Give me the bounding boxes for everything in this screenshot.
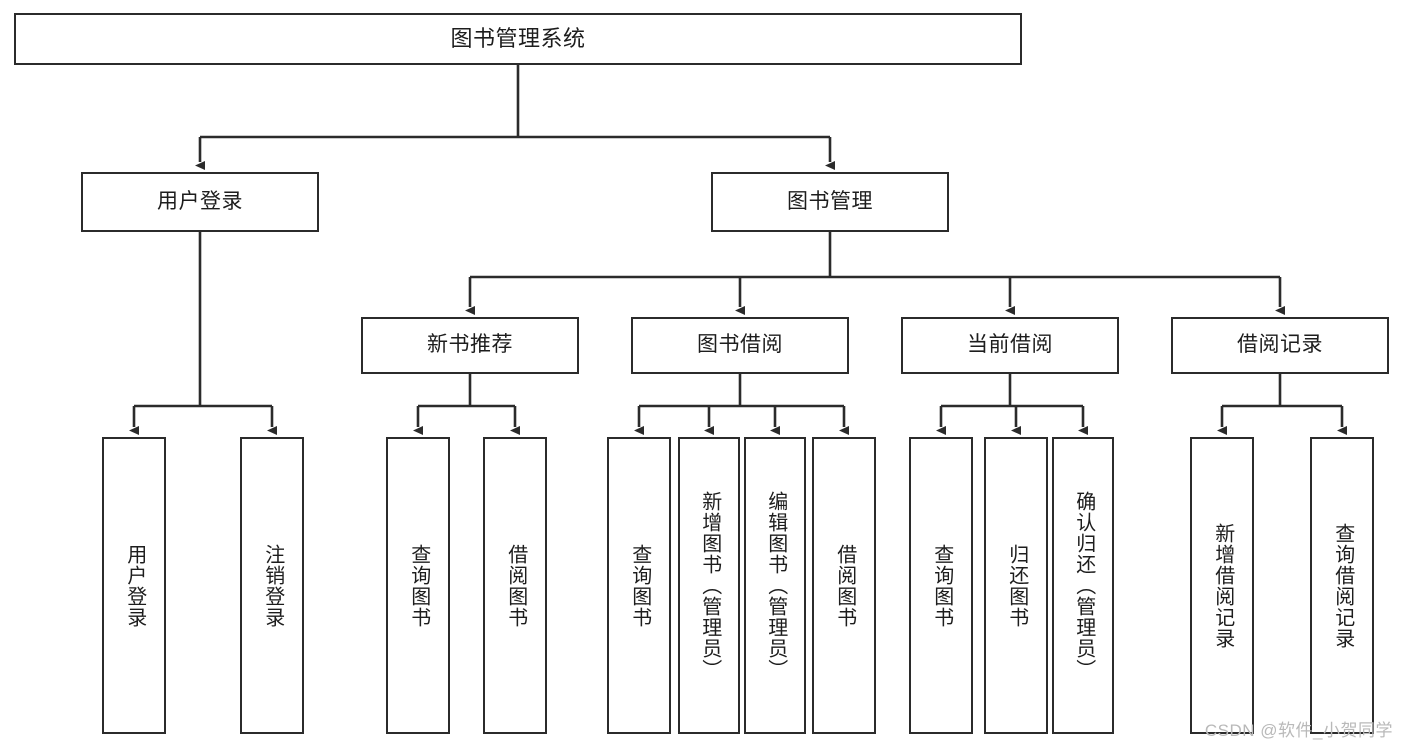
node-label: 用户登录 <box>123 543 146 628</box>
node-label: 新书推荐 <box>427 333 513 357</box>
node-label: 确认归还（管理员） <box>1072 491 1095 680</box>
node-label: 编辑图书（管理员） <box>764 491 787 680</box>
node-label: 图书管理系统 <box>450 26 586 52</box>
node-book-borrow[interactable]: 图书借阅 <box>631 317 849 374</box>
node-label: 归还图书 <box>1005 543 1028 628</box>
node-label: 用户登录 <box>157 189 243 213</box>
node-label: 新增图书（管理员） <box>698 491 721 680</box>
leaf-query-borrow-record[interactable]: 查询借阅记录 <box>1310 437 1374 734</box>
node-label: 查询图书 <box>628 543 651 628</box>
leaf-add-book-admin[interactable]: 新增图书（管理员） <box>678 437 740 734</box>
node-label: 借阅记录 <box>1237 333 1323 357</box>
leaf-logout[interactable]: 注销登录 <box>240 437 304 734</box>
node-label: 图书借阅 <box>697 333 783 357</box>
node-label: 注销登录 <box>261 543 284 628</box>
node-current-borrow[interactable]: 当前借阅 <box>901 317 1119 374</box>
leaf-user-login[interactable]: 用户登录 <box>102 437 166 734</box>
node-borrow-records[interactable]: 借阅记录 <box>1171 317 1389 374</box>
node-label: 图书管理 <box>787 189 873 213</box>
node-label: 借阅图书 <box>504 543 527 628</box>
leaf-query-book-borrow[interactable]: 查询图书 <box>607 437 671 734</box>
leaf-borrow-book[interactable]: 借阅图书 <box>812 437 876 734</box>
leaf-edit-book-admin[interactable]: 编辑图书（管理员） <box>744 437 806 734</box>
leaf-query-book-current[interactable]: 查询图书 <box>909 437 973 734</box>
node-user-login[interactable]: 用户登录 <box>81 172 319 232</box>
node-label: 当前借阅 <box>967 333 1053 357</box>
leaf-borrow-book-recommend[interactable]: 借阅图书 <box>483 437 547 734</box>
leaf-query-book-recommend[interactable]: 查询图书 <box>386 437 450 734</box>
node-new-book-recommend[interactable]: 新书推荐 <box>361 317 579 374</box>
node-label: 新增借阅记录 <box>1211 522 1234 649</box>
node-label: 查询图书 <box>930 543 953 628</box>
node-book-management[interactable]: 图书管理 <box>711 172 949 232</box>
leaf-return-book[interactable]: 归还图书 <box>984 437 1048 734</box>
leaf-confirm-return-admin[interactable]: 确认归还（管理员） <box>1052 437 1114 734</box>
node-label: 查询图书 <box>407 543 430 628</box>
node-root-system[interactable]: 图书管理系统 <box>14 13 1022 65</box>
node-label: 借阅图书 <box>833 543 856 628</box>
node-label: 查询借阅记录 <box>1331 522 1354 649</box>
csdn-watermark: CSDN @软件_小贺同学 <box>1204 721 1393 740</box>
leaf-add-borrow-record[interactable]: 新增借阅记录 <box>1190 437 1254 734</box>
